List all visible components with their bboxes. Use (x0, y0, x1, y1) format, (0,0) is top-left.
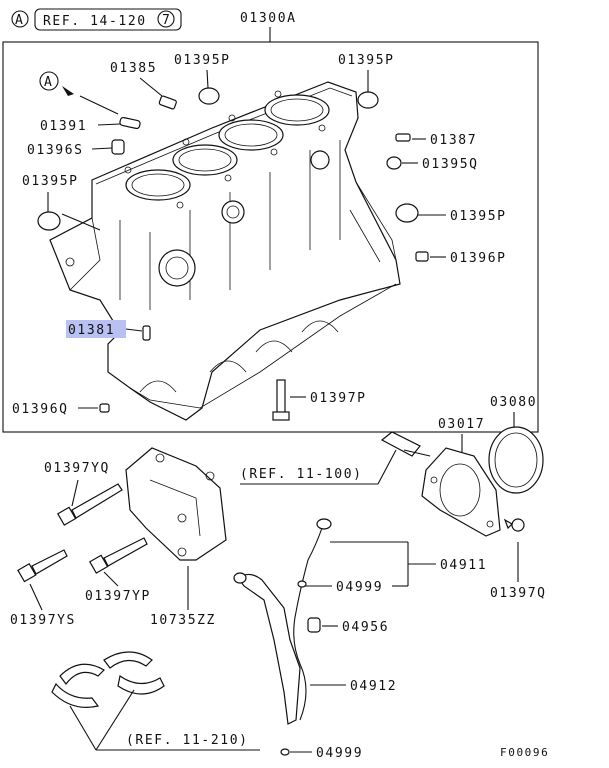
callout-04999-upper[interactable]: 04999 (336, 580, 383, 595)
figure-id: F00096 (500, 746, 549, 759)
callout-01397p[interactable]: 01397P (310, 391, 367, 406)
callout-01395p-top-right[interactable]: 01395P (338, 53, 395, 68)
bolt-01397q-icon (503, 518, 525, 532)
seal-case-icon (421, 447, 501, 537)
callout-01397yq[interactable]: 01397YQ (44, 461, 110, 476)
gasket-icon (380, 431, 421, 457)
ref-circled-number: 7 (162, 13, 171, 28)
leader-arrow (79, 95, 119, 115)
ref-11-210[interactable]: (REF. 11-210) (126, 733, 249, 748)
callout-04999-lower[interactable]: 04999 (316, 746, 363, 761)
bolt-01397yp-icon (88, 537, 148, 574)
arrow-icon (62, 86, 74, 96)
callout-01381[interactable]: 01381 (68, 323, 115, 338)
callout-03080[interactable]: 03080 (490, 395, 537, 410)
bolt-01397yq-icon (56, 483, 123, 526)
plug-icon (415, 251, 429, 262)
callout-01397yp[interactable]: 01397YP (85, 589, 151, 604)
freeze-plug-icon (395, 203, 419, 223)
ref-11-100[interactable]: (REF. 11-100) (240, 467, 363, 482)
callout-04956[interactable]: 04956 (342, 620, 389, 635)
callout-01395p-left[interactable]: 01395P (22, 174, 79, 189)
callout-01396p[interactable]: 01396P (450, 251, 507, 266)
jet-icon (142, 325, 151, 341)
oil-level-gauge-icon (233, 518, 332, 725)
bolt-04956-icon (307, 617, 321, 633)
bolt-01397ys-icon (17, 549, 68, 583)
freeze-plug-icon (37, 211, 61, 231)
callout-01391[interactable]: 01391 (40, 119, 87, 134)
ref-header[interactable]: A REF. 14-120 7 (11, 8, 182, 31)
inset-marker-letter: A (44, 75, 53, 90)
o-ring-icon (280, 748, 290, 756)
oil-seal-icon (488, 426, 544, 494)
callout-10735zz[interactable]: 10735ZZ (150, 613, 216, 628)
pin-icon (395, 133, 411, 142)
small-plug-icon (99, 403, 110, 413)
bolt-01397p-icon (272, 379, 290, 421)
thrust-bearing-icon (51, 651, 165, 708)
plug-01385-icon (158, 95, 177, 110)
cylinder-block-illustration[interactable] (49, 81, 401, 421)
callout-01395q[interactable]: 01395Q (422, 157, 479, 172)
callout-01396s[interactable]: 01396S (27, 143, 84, 158)
callout-01387[interactable]: 01387 (430, 133, 477, 148)
ref-label: REF. 14-120 (43, 14, 147, 29)
callout-03017[interactable]: 03017 (438, 417, 485, 432)
dowel-pin-icon (119, 116, 141, 130)
sleeve-icon (111, 139, 125, 155)
freeze-plug-icon (198, 87, 220, 105)
callout-01395p-top[interactable]: 01395P (174, 53, 231, 68)
callout-01397q[interactable]: 01397Q (490, 586, 547, 601)
inset-marker-a[interactable]: A (39, 71, 74, 96)
small-plug-icon (386, 156, 402, 170)
callout-01385[interactable]: 01385 (110, 61, 157, 76)
callout-01395p-right[interactable]: 01395P (450, 209, 507, 224)
o-ring-icon (297, 580, 307, 588)
callout-01396q[interactable]: 01396Q (12, 402, 69, 417)
callout-01300a[interactable]: 01300A (240, 11, 297, 26)
freeze-plug-icon (357, 91, 379, 109)
ref-circle-letter: A (15, 13, 24, 28)
callout-01397ys[interactable]: 01397YS (10, 613, 76, 628)
callout-04912[interactable]: 04912 (350, 679, 397, 694)
callout-04911[interactable]: 04911 (440, 558, 487, 573)
highlight-01381 (66, 320, 126, 338)
engine-bracket-icon (125, 447, 227, 561)
